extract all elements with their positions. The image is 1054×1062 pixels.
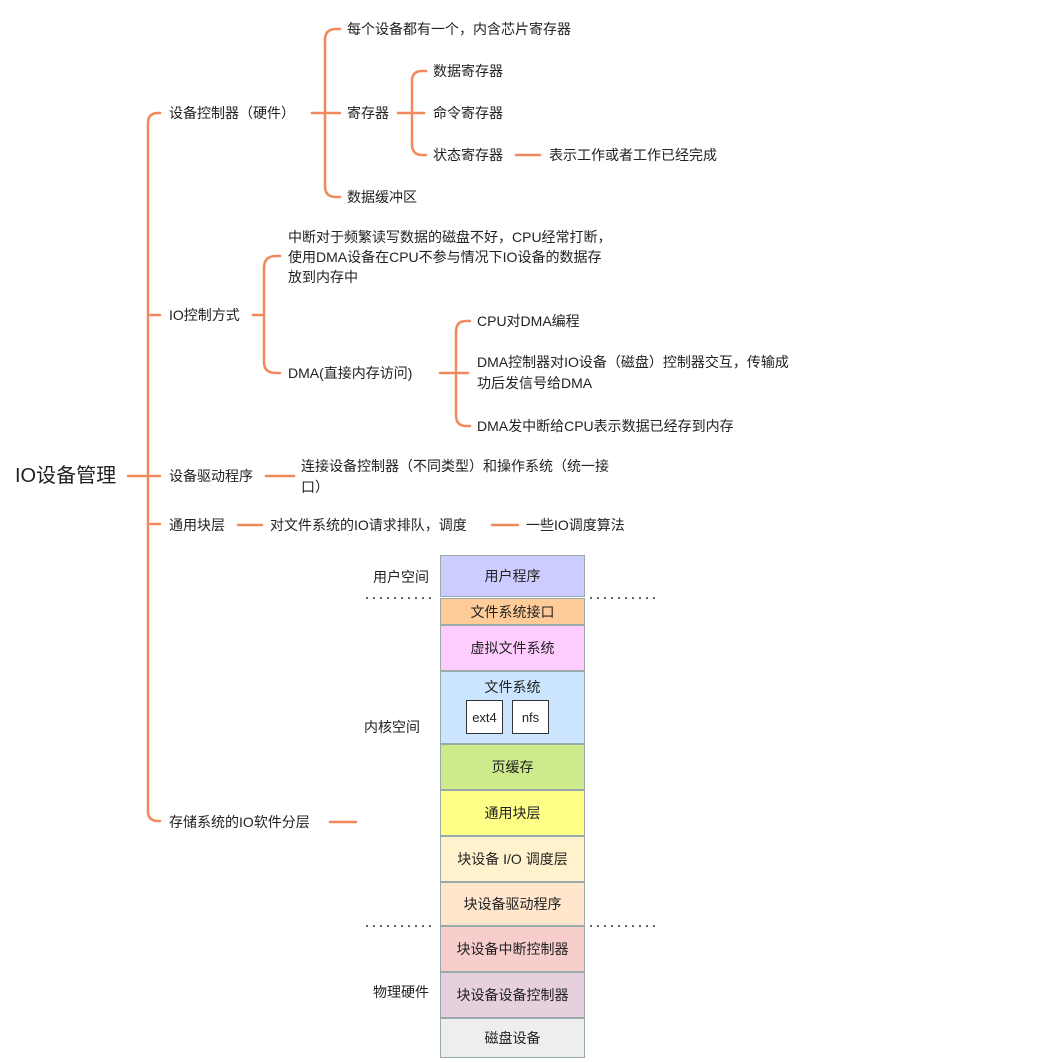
io-scheduling-algorithms-note[interactable]: 一些IO调度算法 [526,517,625,533]
registers-node[interactable]: 寄存器 [347,105,389,121]
layer-fs-interface: 文件系统接口 [440,598,585,625]
branch-io-control-mode[interactable]: IO控制方式 [169,307,240,323]
controller-chip-note[interactable]: 每个设备都有一个，内含芯片寄存器 [347,21,571,37]
layer-user-program: 用户程序 [440,555,585,597]
branch-generic-block-layer[interactable]: 通用块层 [169,517,225,533]
block-layer-note[interactable]: 对文件系统的IO请求排队，调度 [270,517,467,533]
data-register-node[interactable]: 数据寄存器 [433,63,503,79]
branch-device-driver[interactable]: 设备驱动程序 [169,468,253,484]
interrupt-note[interactable]: 中断对于频繁读写数据的磁盘不好，CPU经常打断，使用DMA设备在CPU不参与情况… [288,229,612,285]
fs-type-ext4: ext4 [466,700,503,734]
layer-interrupt-controller: 块设备中断控制器 [440,926,585,972]
layer-block-io-scheduler: 块设备 I/O 调度层 [440,836,585,882]
layer-block-driver: 块设备驱动程序 [440,882,585,926]
status-register-note[interactable]: 表示工作或者工作已经完成 [549,147,717,163]
device-driver-note[interactable]: 连接设备控制器（不同类型）和操作系统（统一接口） [301,458,609,495]
layer-generic-block: 通用块层 [440,790,585,836]
dma-step-3[interactable]: DMA发中断给CPU表示数据已经存到内存 [477,418,734,434]
command-register-node[interactable]: 命令寄存器 [433,105,503,121]
layer-device-controller: 块设备设备控制器 [440,972,585,1018]
root-topic[interactable]: IO设备管理 [15,465,117,487]
status-register-node[interactable]: 状态寄存器 [433,147,503,163]
fs-type-nfs: nfs [512,700,549,734]
dma-node[interactable]: DMA(直接内存访问) [288,365,413,381]
branch-device-controller[interactable]: 设备控制器（硬件） [169,105,295,121]
layer-page-cache: 页缓存 [440,744,585,790]
zone-label-user-space: 用户空间 [373,569,429,585]
zone-label-kernel-space: 内核空间 [364,719,420,735]
layer-vfs: 虚拟文件系统 [440,625,585,671]
layer-disk-device: 磁盘设备 [440,1018,585,1058]
data-buffer-node[interactable]: 数据缓冲区 [347,189,417,205]
branch-storage-io-layers[interactable]: 存储系统的IO软件分层 [169,814,310,830]
layer-file-system-label: 文件系统 [484,679,541,695]
zone-label-physical-hardware: 物理硬件 [373,984,429,1000]
dma-step-1[interactable]: CPU对DMA编程 [477,313,580,329]
dma-step-2[interactable]: DMA控制器对IO设备（磁盘）控制器交互，传输成功后发信号给DMA [477,354,789,391]
